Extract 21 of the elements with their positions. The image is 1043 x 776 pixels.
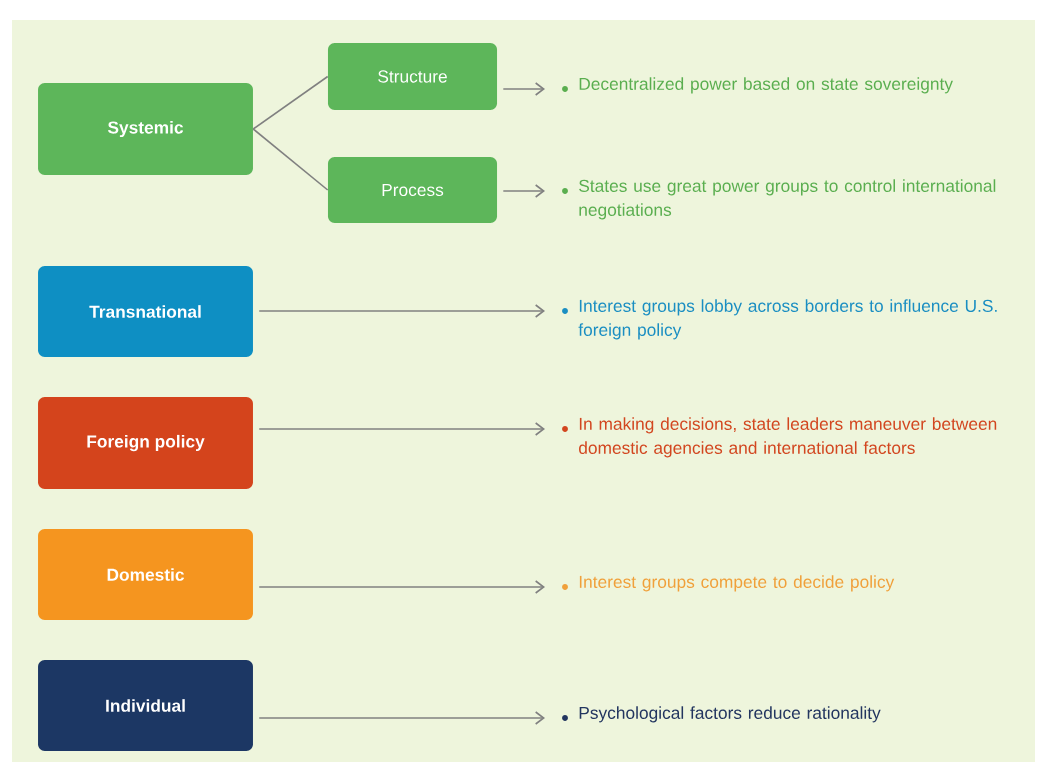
connector-line <box>252 75 329 130</box>
connector-line <box>252 128 329 191</box>
description-text: In making decisions, state leaders maneuver between domestic agencies and international factors <box>579 417 997 458</box>
arrow <box>258 711 545 725</box>
arrow <box>502 184 545 198</box>
category-box: Process <box>327 157 498 223</box>
arrow <box>258 580 545 594</box>
arrow <box>258 304 545 318</box>
arrow <box>258 422 545 436</box>
category-box: Structure <box>327 43 498 110</box>
description-text: Interest groups lobby across borders to influence U.S. foreign policy <box>578 299 997 340</box>
category-box: Transnational <box>38 266 253 357</box>
arrow <box>502 82 545 96</box>
description-text: States use great power groups to control international negotiations <box>579 179 996 220</box>
category-box: Systemic <box>38 83 253 175</box>
description-text: Psychological factors reduce rationality <box>579 706 881 723</box>
category-box: Foreign policy <box>38 397 253 489</box>
description-text: Interest groups compete to decide policy <box>579 575 895 592</box>
description-text: Decentralized power based on state sovereignty <box>579 77 953 94</box>
category-box: Individual <box>38 660 253 751</box>
category-box: Domestic <box>38 529 253 620</box>
